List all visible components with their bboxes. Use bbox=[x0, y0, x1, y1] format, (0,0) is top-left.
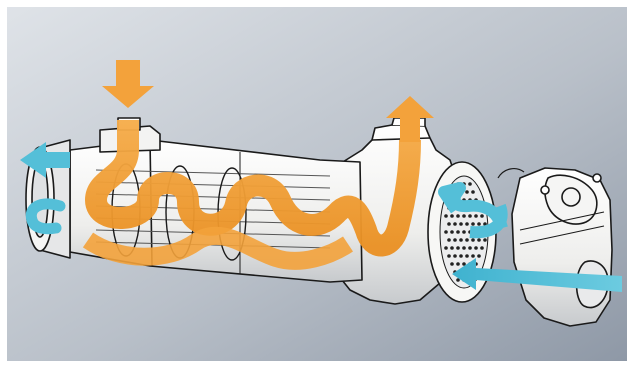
plate-hole bbox=[480, 214, 484, 218]
plate-hole bbox=[444, 246, 448, 250]
plate-hole bbox=[474, 246, 478, 250]
plate-hole bbox=[447, 254, 451, 258]
plate-hole bbox=[450, 262, 454, 266]
plate-hole bbox=[474, 214, 478, 218]
plate-hole bbox=[483, 238, 487, 242]
plate-hole bbox=[453, 222, 457, 226]
plate-hole bbox=[477, 254, 481, 258]
plate-hole bbox=[465, 254, 469, 258]
plate-hole bbox=[471, 254, 475, 258]
plate-hole bbox=[471, 238, 475, 242]
plate-hole bbox=[465, 238, 469, 242]
plate-hole bbox=[456, 262, 460, 266]
plate-hole bbox=[450, 246, 454, 250]
plate-hole bbox=[471, 222, 475, 226]
plate-hole bbox=[462, 246, 466, 250]
plate-hole bbox=[462, 230, 466, 234]
plate-hole bbox=[462, 214, 466, 218]
plate-hole bbox=[444, 214, 448, 218]
plate-hole bbox=[477, 238, 481, 242]
plate-hole bbox=[465, 222, 469, 226]
plate-hole bbox=[480, 246, 484, 250]
plate-hole bbox=[468, 214, 472, 218]
plate-hole bbox=[456, 214, 460, 218]
plate-hole bbox=[447, 238, 451, 242]
plate-hole bbox=[456, 230, 460, 234]
plate-hole bbox=[453, 254, 457, 258]
plate-hole bbox=[456, 246, 460, 250]
plate-hole bbox=[450, 214, 454, 218]
plate-hole bbox=[450, 230, 454, 234]
plate-hole bbox=[468, 182, 472, 186]
plate-hole bbox=[453, 238, 457, 242]
plate-hole bbox=[459, 254, 463, 258]
plate-hole bbox=[468, 246, 472, 250]
plate-hole bbox=[477, 222, 481, 226]
plate-hole bbox=[471, 190, 475, 194]
plate-hole bbox=[459, 238, 463, 242]
plate-hole bbox=[459, 222, 463, 226]
plate-hole bbox=[447, 222, 451, 226]
plate-hole bbox=[444, 230, 448, 234]
plate-hole bbox=[465, 190, 469, 194]
